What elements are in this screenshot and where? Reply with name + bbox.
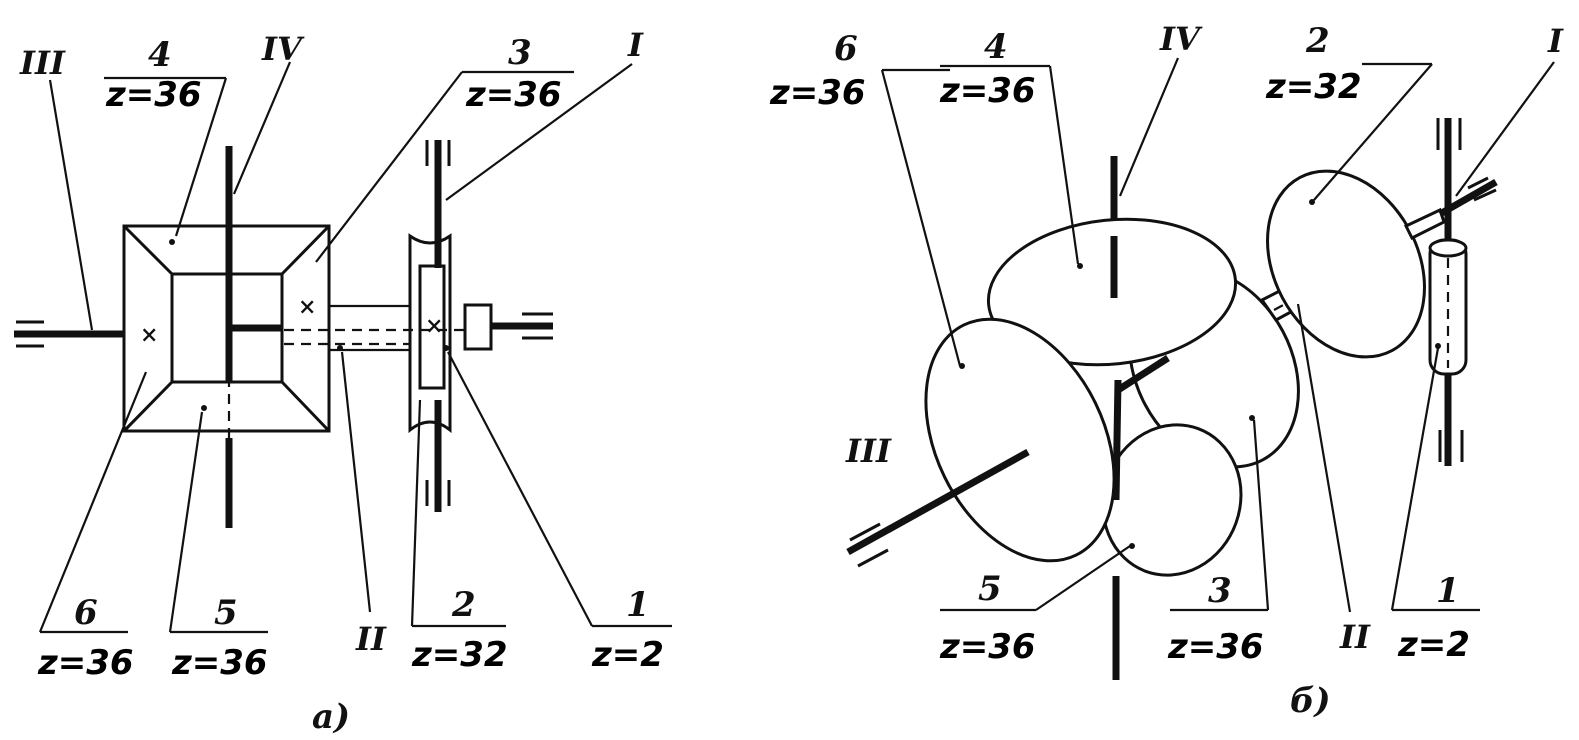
label-b-shaft-ii: II <box>1339 618 1371 656</box>
gear-3-dot <box>1249 415 1255 421</box>
label-a-gear-3-number: 3 <box>508 33 532 73</box>
caption-a: а) <box>312 697 350 737</box>
label-b-gear-6-number: 6 <box>834 29 858 69</box>
label-a-shaft-i: I <box>627 26 644 64</box>
label-b-gear-6-teeth: z=36 <box>769 73 866 113</box>
shaft-i <box>425 140 451 512</box>
gear-4-dot <box>169 239 175 245</box>
label-b-shaft-iv: IV <box>1159 20 1203 58</box>
gear-6-cross-mark: × <box>140 322 158 348</box>
label-a-gear-6-teeth: z=36 <box>37 643 134 683</box>
label-b-gear-4-number: 4 <box>984 27 1008 67</box>
leader-lines-b <box>880 57 1555 613</box>
shaft-iv-inner <box>1112 379 1122 501</box>
shaft-ii <box>284 303 553 352</box>
label-a-shaft-iv: IV <box>261 30 305 68</box>
label-a-shaft-ii: II <box>355 620 387 658</box>
label-a-gear-1-number: 1 <box>626 585 650 625</box>
label-b-gear-2-number: 2 <box>1305 21 1330 61</box>
label-b-gear-1-number: 1 <box>1436 571 1460 611</box>
gear-5-dot <box>1129 543 1135 549</box>
gear-6-wheel <box>924 317 1116 563</box>
label-b-gear-3-number: 3 <box>1208 571 1232 611</box>
gear-5-dot <box>201 405 207 411</box>
label-b-gear-4-teeth: z=36 <box>939 71 1036 111</box>
shaft-iv <box>225 146 282 528</box>
label-a-gear-4-number: 4 <box>148 35 172 75</box>
label-b-gear-5-number: 5 <box>978 569 1002 609</box>
caption-b: б) <box>1290 681 1331 721</box>
label-a-shaft-iii: III <box>19 44 66 82</box>
label-b-gear-3-teeth: z=36 <box>1167 627 1264 667</box>
shaft-ii-dot <box>337 345 343 351</box>
label-a-gear-3-teeth: z=36 <box>465 75 562 115</box>
view-b-isometric: 6 z=36 4 z=36 IV 2 z=32 I III 5 z=36 3 z… <box>769 20 1564 721</box>
label-b-shaft-iii: III <box>845 432 892 470</box>
label-a-gear-2-teeth: z=32 <box>411 635 508 675</box>
label-a-gear-1-teeth: z=2 <box>591 635 664 675</box>
label-a-gear-5-number: 5 <box>214 593 238 633</box>
gear-2-hub <box>1403 207 1446 241</box>
label-b-gear-5-teeth: z=36 <box>939 627 1036 667</box>
gear-2-dot <box>1309 199 1315 205</box>
label-a-gear-6-number: 6 <box>74 593 98 633</box>
worm-cross-mark: × <box>425 313 443 339</box>
label-a-gear-4-teeth: z=36 <box>105 75 202 115</box>
worm-b <box>1428 118 1498 466</box>
view-a-schematic: × × × <box>14 26 672 737</box>
label-b-shaft-i: I <box>1547 22 1564 60</box>
label-b-gear-2-teeth: z=32 <box>1265 67 1362 107</box>
leader-lines-a <box>38 61 672 634</box>
label-b-gear-1-teeth: z=2 <box>1397 625 1470 665</box>
gear-4-dot <box>1077 263 1083 269</box>
shaft-iii <box>14 320 124 348</box>
worm-gear: × <box>408 233 452 434</box>
label-a-gear-2-number: 2 <box>451 585 476 625</box>
gear-3-cross-mark: × <box>298 294 316 320</box>
shaft-link-inner <box>1116 355 1170 393</box>
worm-dot <box>443 345 449 351</box>
shaft-iii-b <box>846 448 1030 568</box>
label-a-gear-5-teeth: z=36 <box>171 643 268 683</box>
